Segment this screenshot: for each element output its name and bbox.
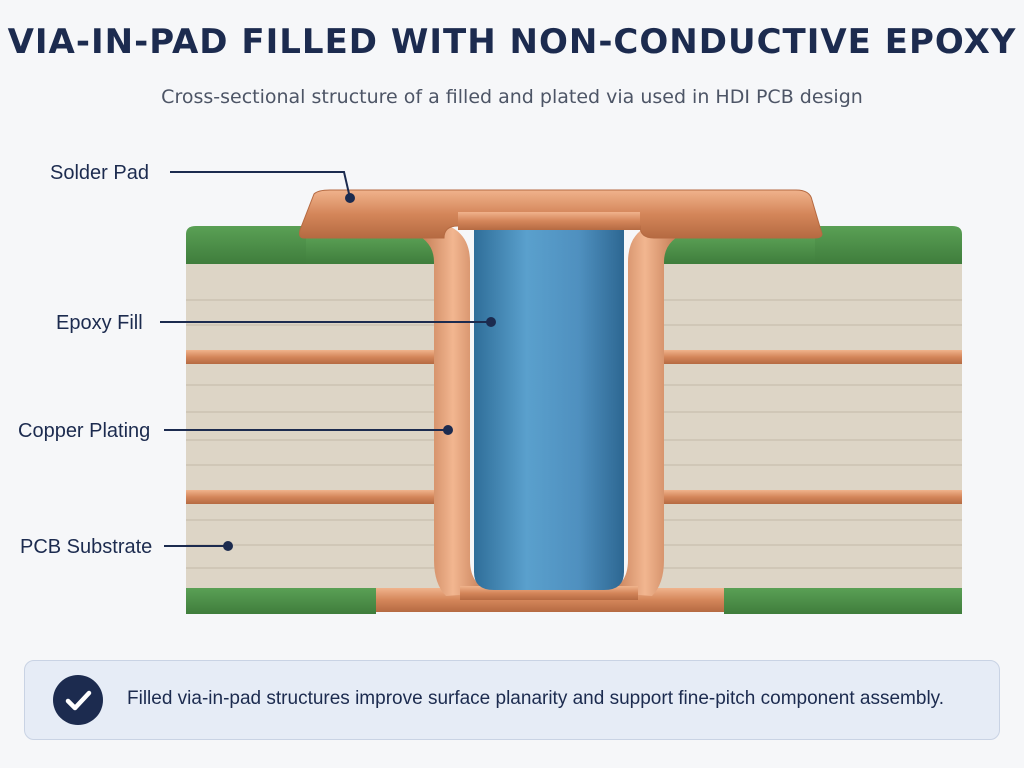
solder-mask-bottom-right [724, 588, 962, 614]
leader-dot-copper-plating [443, 425, 453, 435]
page-title: VIA-IN-PAD FILLED WITH NON-CONDUCTIVE EP… [7, 22, 1017, 62]
inner-copper-layer-1-right [652, 350, 962, 364]
solder-mask-top-left-inner [306, 236, 444, 264]
solder-mask-top-right-inner [652, 236, 815, 264]
inner-copper-layer-1-left [186, 350, 444, 364]
via-cross-section-diagram: Solder Pad Epoxy Fill Copper Plating PCB… [18, 162, 962, 614]
epoxy-fill [474, 228, 624, 590]
copper-plating-right-wall [602, 222, 688, 596]
substrate-left [186, 262, 444, 590]
leader-dot-epoxy-fill [486, 317, 496, 327]
page-subtitle: Cross-sectional structure of a filled an… [161, 86, 863, 108]
solder-pad-cap-over-fill [458, 212, 640, 230]
label-epoxy-fill: Epoxy Fill [56, 312, 143, 334]
laminate-lines [186, 299, 962, 569]
label-solder-pad: Solder Pad [50, 162, 149, 184]
inner-copper-layer-2-left [186, 490, 444, 504]
leader-dot-pcb-substrate [223, 541, 233, 551]
note-text: Filled via-in-pad structures improve sur… [127, 688, 945, 709]
label-pcb-substrate: PCB Substrate [20, 536, 152, 558]
info-note-box: Filled via-in-pad structures improve sur… [24, 660, 1000, 740]
leader-line-solder-pad [170, 171, 351, 199]
substrate-right [652, 262, 962, 590]
copper-plating-left-wall [410, 222, 496, 596]
inner-copper-layer-2-right [652, 490, 962, 504]
solder-mask-top-left [186, 226, 306, 264]
solder-mask-top-right [815, 226, 962, 264]
solder-mask-bottom-left [186, 588, 376, 614]
check-circle-icon [53, 675, 103, 725]
label-copper-plating: Copper Plating [18, 420, 150, 442]
leader-dot-solder-pad [345, 193, 355, 203]
